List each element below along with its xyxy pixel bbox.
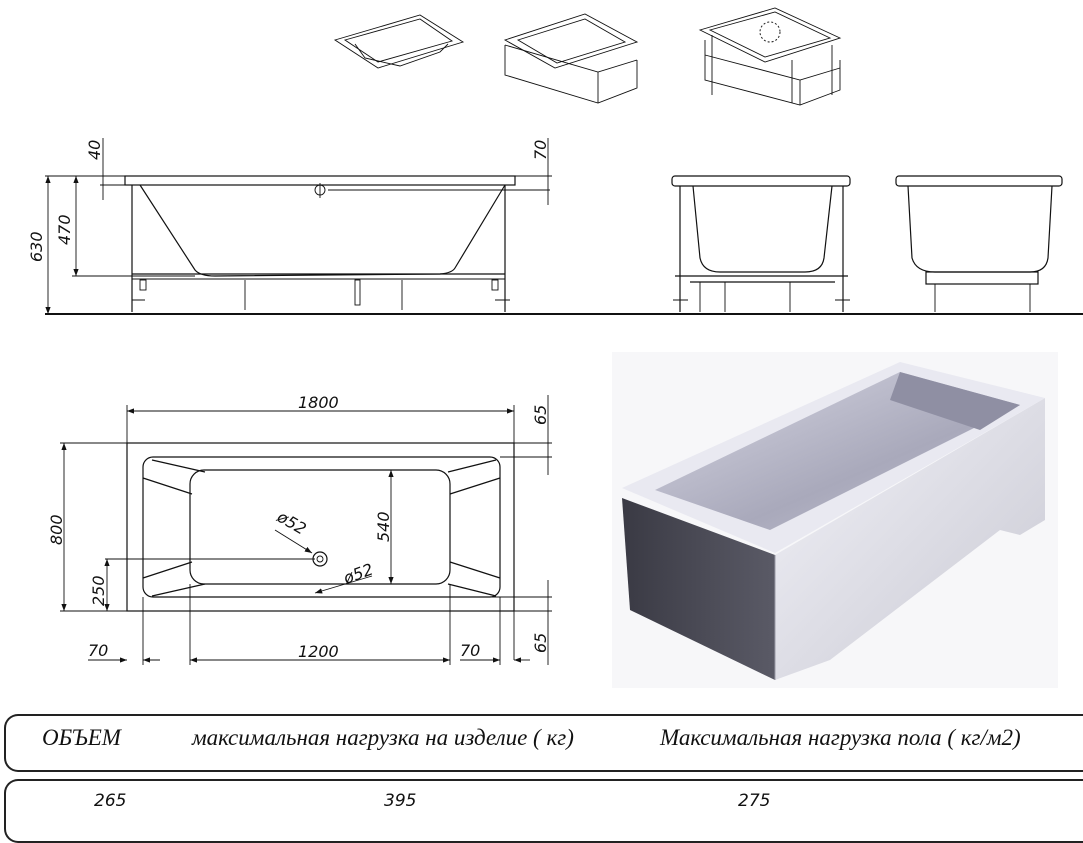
dim-rim-right: 70 [460,641,480,660]
value-volume: 265 [94,791,127,811]
icon-bathtub-only [333,14,465,69]
dim-total-height: 630 [27,231,46,262]
header-volume: ОБЪЕМ [42,725,121,750]
dim-overflow-offset: 70 [531,140,550,160]
dim-length: 1800 [298,393,339,412]
header-max-load-product: максимальная нагрузка на изделие ( кг) [192,725,574,750]
dim-rim-top: 65 [531,405,550,425]
dim-rim-bottom: 65 [531,633,550,653]
dim-rim-left: 70 [88,641,108,660]
dim-drain-offset: 250 [89,575,108,606]
dim-width: 800 [47,514,66,545]
drain-icon [312,551,328,567]
side-view: 630 470 40 70 [27,138,1083,315]
value-max-load-product: 395 [384,791,417,811]
dim-basin-length: 1200 [298,642,339,661]
bathtub-technical-drawing: 630 470 40 70 [27,7,1083,688]
end-view-with-frame [671,175,851,312]
dim-depth: 470 [55,214,74,245]
specs-header-row [4,714,1083,772]
header-max-load-floor: Максимальная нагрузка пола ( кг/м2) [660,725,1021,750]
dim-rim-thickness: 40 [85,140,104,160]
dim-overflow-diameter: ø52 [273,507,309,539]
icon-bathtub-with-panel [503,13,639,104]
value-max-load-floor: 275 [738,791,771,811]
icon-bathtub-with-frame [698,7,842,106]
plan-view: 1800 800 1200 540 250 70 70 65 65 ø52 ø5… [47,393,552,665]
dim-basin-width: 540 [374,511,393,542]
end-view-with-panel [895,175,1063,312]
bathtub-3d-render [612,352,1058,688]
specs-value-row [4,779,1083,843]
